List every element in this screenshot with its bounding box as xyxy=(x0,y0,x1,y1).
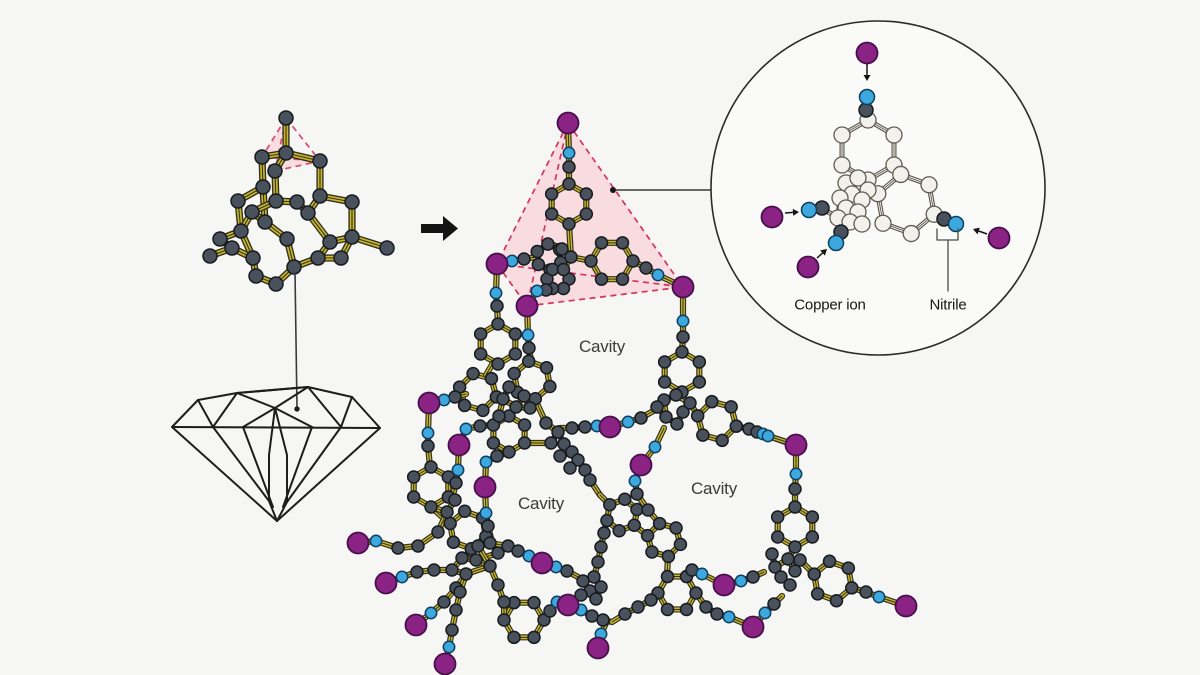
copper-ion-label: Copper ion xyxy=(794,296,866,314)
transform-arrow xyxy=(421,216,458,241)
cavity-label-1: Cavity xyxy=(578,337,626,356)
cavity-label-2: Cavity xyxy=(517,494,565,513)
cavity-label-3: Cavity xyxy=(690,479,738,498)
lattice-highlight-tetrahedron xyxy=(261,117,321,172)
inset-arrows xyxy=(784,64,988,259)
inset-nitrile-bracket xyxy=(936,228,959,292)
inset-molecule xyxy=(760,41,1011,279)
nitrile-label: Nitrile xyxy=(929,296,967,314)
mof-framework xyxy=(346,111,918,675)
inset-leader-dot xyxy=(610,187,616,193)
lattice-gem-connector xyxy=(294,271,298,409)
gem-marker-dot xyxy=(294,406,300,412)
diamond-lattice xyxy=(202,110,395,292)
diamond-gem-drawing xyxy=(171,386,381,522)
